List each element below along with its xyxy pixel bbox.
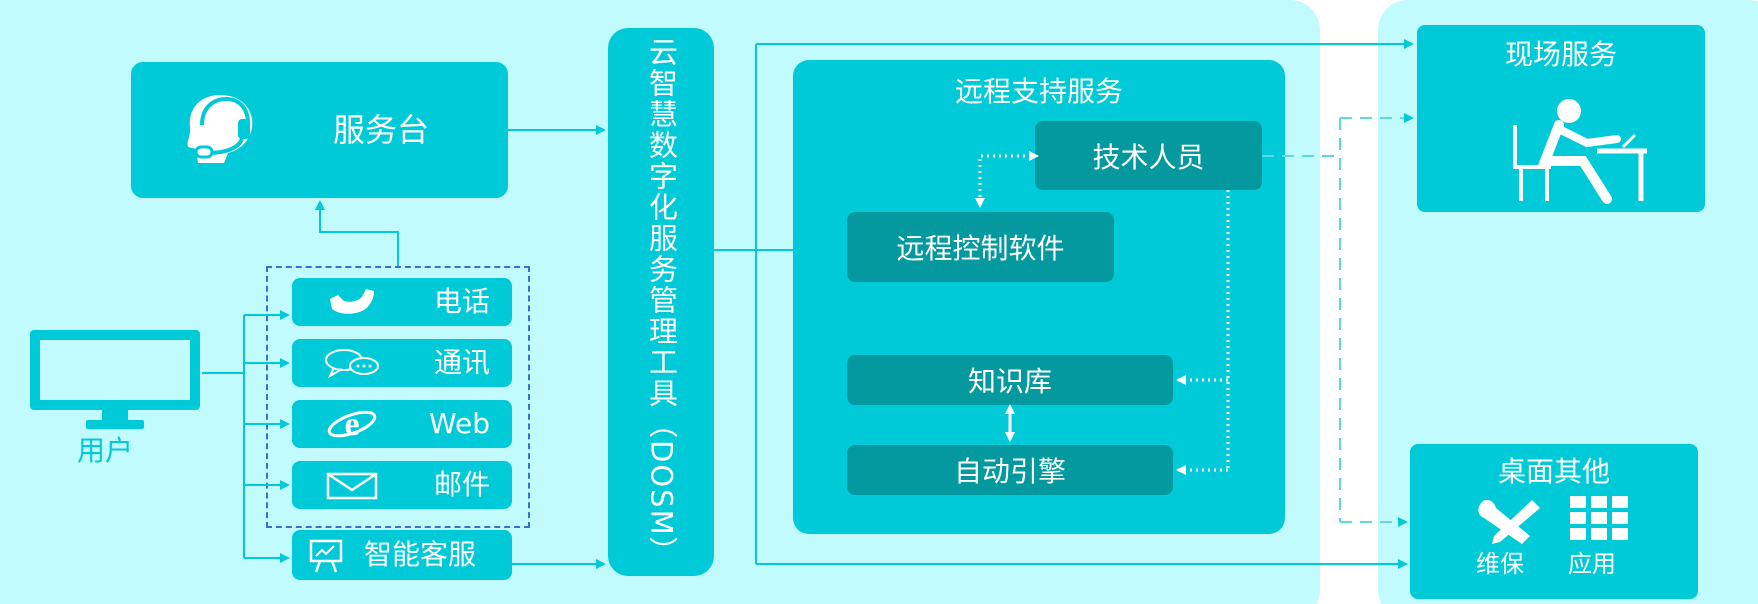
wrench-screwdriver-icon — [1478, 500, 1540, 544]
auto-engine-label: 自动引擎 — [953, 455, 1066, 488]
channel-label: 通讯 — [433, 346, 490, 379]
channel-web[interactable]: e Web — [292, 400, 512, 448]
remote-control-label: 远程控制软件 — [896, 232, 1065, 265]
envelope-icon — [326, 472, 378, 500]
service-desk-label: 服务台 — [333, 111, 430, 149]
user-label: 用户 — [77, 434, 134, 467]
service-desk-box: 服务台 — [131, 62, 508, 198]
technician-label: 技术人员 — [1092, 140, 1205, 174]
onsite-service-title: 现场服务 — [1504, 38, 1617, 71]
channel-chat[interactable]: 通讯 — [292, 339, 512, 387]
desktop-other-title: 桌面其他 — [1497, 455, 1610, 488]
channel-label: 电话 — [433, 285, 490, 318]
app-grid-icon — [1570, 496, 1628, 540]
ie-browser-icon: e — [327, 407, 377, 441]
smart-cs-label: 智能客服 — [364, 538, 477, 571]
chat-bubbles-icon — [325, 349, 379, 379]
knowledge-base-label: 知识库 — [967, 365, 1052, 398]
maintenance-label: 维保 — [1476, 550, 1524, 578]
channel-email[interactable]: 邮件 — [292, 461, 512, 509]
knowledge-base-box: 知识库 — [847, 355, 1173, 405]
technician-box: 技术人员 — [1035, 121, 1262, 190]
dosm-tool-box: 云智慧数字化服务管理工具（DOSM） — [608, 28, 714, 576]
remote-support-title: 远程支持服务 — [954, 75, 1123, 108]
onsite-service-box: 现场服务 — [1417, 25, 1705, 212]
dosm-tool-label: 云智慧数字化服务管理工具（DOSM） — [644, 36, 679, 568]
channel-label: 邮件 — [433, 468, 490, 501]
phone-icon — [330, 289, 374, 314]
smart-cs-box[interactable]: 智能客服 — [292, 530, 512, 580]
svg-text:e: e — [344, 407, 359, 441]
channel-group-border — [266, 266, 530, 528]
monitor-icon — [30, 330, 200, 429]
presentation-board-icon — [309, 539, 343, 573]
headset-agent-icon — [187, 95, 253, 163]
application-label: 应用 — [1568, 550, 1616, 578]
channel-phone[interactable]: 电话 — [292, 278, 512, 326]
remote-control-box: 远程控制软件 — [847, 212, 1114, 282]
auto-engine-box: 自动引擎 — [847, 445, 1173, 495]
desktop-other-box: 桌面其他 维保 应用 — [1410, 444, 1698, 599]
person-at-desk-icon — [1513, 99, 1647, 204]
channel-label: Web — [428, 407, 490, 440]
